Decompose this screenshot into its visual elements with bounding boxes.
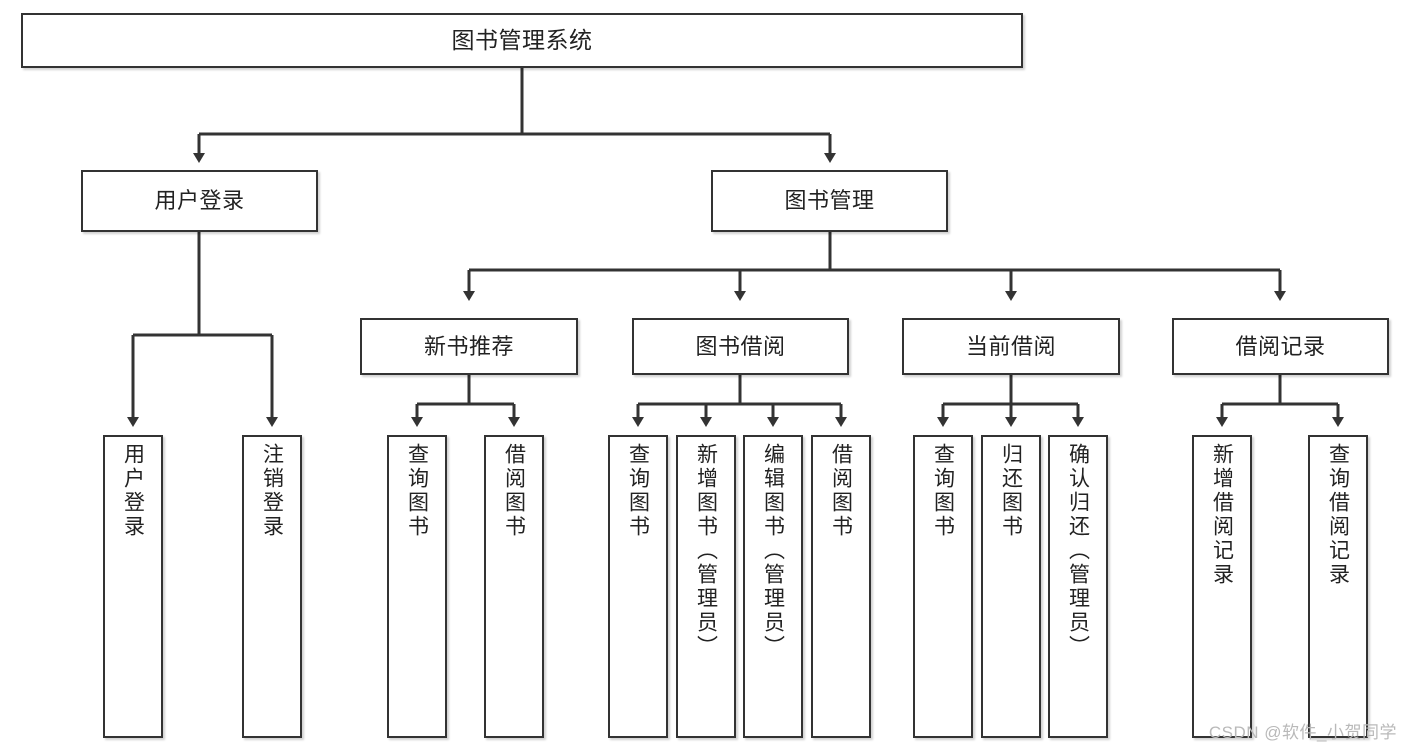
node-new-book-recommend[interactable]: 新书推荐 [360, 318, 578, 375]
leaf-borrow-book-2-label: 借阅图书 [829, 443, 853, 539]
node-user-login[interactable]: 用户登录 [81, 170, 318, 232]
node-book-borrow-label: 图书借阅 [695, 333, 786, 359]
node-book-manage-label: 图书管理 [784, 188, 875, 214]
node-current-borrow[interactable]: 当前借阅 [902, 318, 1120, 375]
leaf-edit-book[interactable]: 编辑图书（管理员） [743, 435, 803, 738]
leaf-add-record[interactable]: 新增借阅记录 [1192, 435, 1252, 738]
node-root-label: 图书管理系统 [451, 26, 593, 53]
node-current-borrow-label: 当前借阅 [965, 333, 1056, 359]
leaf-edit-book-label: 编辑图书（管理员） [761, 443, 785, 659]
node-user-login-label: 用户登录 [154, 188, 245, 214]
leaf-query-book-2-label: 查询图书 [626, 443, 650, 539]
node-root[interactable]: 图书管理系统 [21, 13, 1023, 68]
leaf-borrow-book-1[interactable]: 借阅图书 [484, 435, 544, 738]
leaf-borrow-book-1-label: 借阅图书 [502, 443, 526, 539]
leaf-confirm-return-label: 确认归还（管理员） [1066, 443, 1090, 659]
leaf-add-record-label: 新增借阅记录 [1210, 443, 1234, 587]
watermark: CSDN @软件_小贺同学 [1208, 723, 1397, 742]
leaf-query-record-label: 查询借阅记录 [1326, 443, 1350, 587]
node-book-manage[interactable]: 图书管理 [711, 170, 948, 232]
leaf-query-record[interactable]: 查询借阅记录 [1308, 435, 1368, 738]
leaf-query-book-1[interactable]: 查询图书 [387, 435, 447, 738]
node-new-book-recommend-label: 新书推荐 [423, 333, 514, 359]
leaf-borrow-book-2[interactable]: 借阅图书 [811, 435, 871, 738]
node-book-borrow[interactable]: 图书借阅 [632, 318, 849, 375]
leaf-query-book-3-label: 查询图书 [931, 443, 955, 539]
leaf-user-logout-label: 注销登录 [260, 443, 284, 539]
leaf-user-logout[interactable]: 注销登录 [242, 435, 302, 738]
node-borrow-record[interactable]: 借阅记录 [1172, 318, 1389, 375]
node-borrow-record-label: 借阅记录 [1235, 333, 1326, 359]
leaf-query-book-2[interactable]: 查询图书 [608, 435, 668, 738]
leaf-query-book-1-label: 查询图书 [405, 443, 429, 539]
leaf-add-book-label: 新增图书（管理员） [694, 443, 718, 659]
leaf-add-book[interactable]: 新增图书（管理员） [676, 435, 736, 738]
leaf-return-book-label: 归还图书 [999, 443, 1023, 539]
leaf-user-login-label: 用户登录 [121, 443, 145, 539]
leaf-user-login[interactable]: 用户登录 [103, 435, 163, 738]
leaf-return-book[interactable]: 归还图书 [981, 435, 1041, 738]
leaf-confirm-return[interactable]: 确认归还（管理员） [1048, 435, 1108, 738]
leaf-query-book-3[interactable]: 查询图书 [913, 435, 973, 738]
